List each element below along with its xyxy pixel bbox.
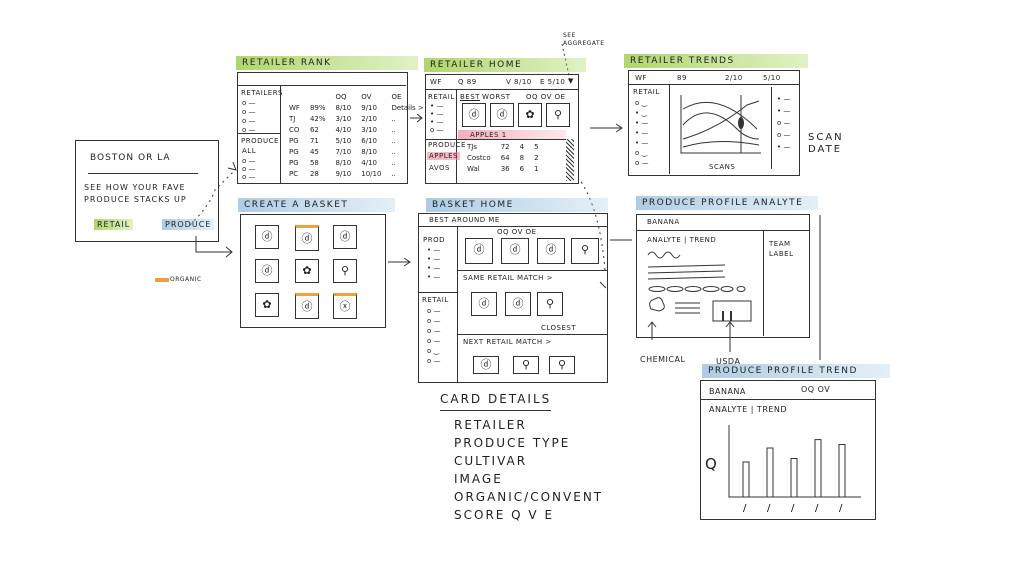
tagline-line-1: See how your fave bbox=[84, 183, 186, 192]
chemical-annotation: Chemical bbox=[640, 355, 686, 364]
produce-filter-label: Produce bbox=[428, 141, 466, 149]
tab-best[interactable]: Best bbox=[460, 93, 480, 101]
create-basket-title: Create a Basket bbox=[238, 198, 395, 212]
retailer-home-screen: WF Q 89 V 8/10 E 5/10 ▼ Retail • —• —• —… bbox=[425, 74, 579, 184]
basket-home-screen: Best around me Prod • —• —• —• — Retail … bbox=[418, 213, 608, 383]
detail-item: Produce type bbox=[454, 436, 571, 450]
retail-filter-label: Retail bbox=[422, 296, 449, 304]
header-env: E 5/10 bbox=[540, 78, 566, 86]
trend-screen: Banana OQ OV Analyte | Trend Q / / / / / bbox=[700, 380, 876, 520]
header-retailer: WF bbox=[430, 78, 442, 86]
tick-label: / bbox=[767, 503, 771, 514]
header-retailer: WF bbox=[635, 74, 647, 82]
details-link[interactable]: Details > bbox=[391, 103, 424, 112]
retail-filter-label: Retail bbox=[633, 88, 660, 96]
retailer-rank-title: Retailer Rank bbox=[236, 56, 418, 70]
detail-item: Organic/Convent bbox=[454, 490, 604, 504]
produce-name: Banana bbox=[709, 387, 746, 396]
header-quality: 89 bbox=[677, 74, 687, 82]
tick-label: / bbox=[791, 503, 795, 514]
closest-label: Closest bbox=[541, 324, 577, 332]
tick-label: / bbox=[839, 503, 843, 514]
header-value: 2/10 bbox=[725, 74, 743, 82]
detail-item: Image bbox=[454, 472, 503, 486]
bar bbox=[742, 461, 750, 498]
usda-annotation: USDA bbox=[716, 357, 741, 366]
scrubber-handle bbox=[738, 117, 744, 129]
detail-item: Retailer bbox=[454, 418, 527, 432]
bar bbox=[790, 458, 798, 498]
detail-item: Cultivar bbox=[454, 454, 528, 468]
same-retail-match-link[interactable]: Same retail match > bbox=[463, 274, 553, 282]
produce-filter-all[interactable]: All bbox=[242, 147, 257, 155]
metric-toggles[interactable]: OQ OV OE bbox=[497, 228, 537, 236]
x-axis-label: Scans bbox=[709, 163, 736, 171]
tick-label: / bbox=[743, 503, 747, 514]
metric-toggles[interactable]: OQ OV OE bbox=[526, 93, 566, 101]
retailer-trends-screen: WF 89 2/10 5/10 Retail o ‿• ‿• —• —• —o … bbox=[628, 70, 800, 176]
retailer-home-title: Retailer Home bbox=[424, 58, 586, 72]
next-retail-match-link[interactable]: Next retail match > bbox=[463, 338, 552, 346]
header-env: 5/10 bbox=[763, 74, 781, 82]
y-axis-label: Q bbox=[705, 455, 717, 473]
header-value: V 8/10 bbox=[506, 78, 532, 86]
trend-line-chart bbox=[680, 95, 761, 154]
chemical-icon bbox=[649, 297, 665, 312]
produce-item-avos[interactable]: Avos bbox=[429, 164, 450, 172]
retailer-rank-screen: Retailers o —o —o —o — Produce All o —o … bbox=[237, 72, 424, 184]
retail-button[interactable]: Retail bbox=[94, 219, 134, 230]
card-details-list: Retailer Produce type Cultivar Image Org… bbox=[454, 416, 603, 524]
produce-filter-label: Produce bbox=[241, 137, 279, 145]
analyte-title: Produce Profile Analyte bbox=[636, 196, 818, 210]
organic-swatch bbox=[155, 278, 169, 282]
retailers-filter-label: Retailers bbox=[241, 89, 284, 97]
bar bbox=[766, 447, 774, 498]
selected-produce-banner: Apples 1 bbox=[470, 131, 507, 139]
analyte-trend-tabs[interactable]: Analyte | Trend bbox=[647, 236, 717, 244]
analyte-screen: Banana Analyte | Trend Team Label bbox=[636, 214, 810, 338]
scrollbar[interactable] bbox=[566, 139, 574, 181]
organic-legend-label: Organic bbox=[170, 276, 202, 283]
produce-item-apples[interactable]: Apples bbox=[427, 152, 460, 160]
basket-home-title: Basket Home bbox=[426, 198, 608, 212]
prod-filter-label: Prod bbox=[423, 236, 445, 244]
best-around-me-label: Best around me bbox=[429, 216, 500, 224]
tagline-line-2: produce stacks up bbox=[84, 195, 187, 204]
produce-button[interactable]: Produce bbox=[162, 219, 215, 230]
team-label: Team Label bbox=[769, 240, 794, 258]
landing-card: Boston or LA See how your fave produce s… bbox=[75, 140, 219, 242]
see-aggregate-note: See aggregate bbox=[563, 32, 605, 47]
retail-filter-label: Retail bbox=[428, 93, 455, 101]
bar bbox=[814, 439, 822, 498]
trend-title: Produce Profile Trend bbox=[702, 364, 890, 378]
header-quality: Q 89 bbox=[458, 78, 477, 86]
detail-item: Score Q V E bbox=[454, 508, 555, 522]
tab-worst[interactable]: Worst bbox=[482, 93, 511, 101]
analyte-trend-tabs[interactable]: Analyte | Trend bbox=[709, 405, 788, 414]
bar bbox=[838, 444, 846, 498]
analyte-sketch bbox=[647, 251, 752, 322]
city-selector[interactable]: Boston or LA bbox=[90, 153, 171, 163]
metric-toggles[interactable]: OQ OV bbox=[801, 385, 831, 394]
tick-label: / bbox=[815, 503, 819, 514]
card-details-title: Card Details bbox=[440, 390, 552, 411]
retailer-trends-title: Retailer Trends bbox=[624, 54, 808, 68]
trend-bar-chart: / / / / / bbox=[728, 425, 861, 514]
dropdown-icon[interactable]: ▼ bbox=[568, 77, 574, 85]
produce-name: Banana bbox=[647, 218, 680, 226]
scan-date-note: Scan date bbox=[808, 132, 844, 155]
